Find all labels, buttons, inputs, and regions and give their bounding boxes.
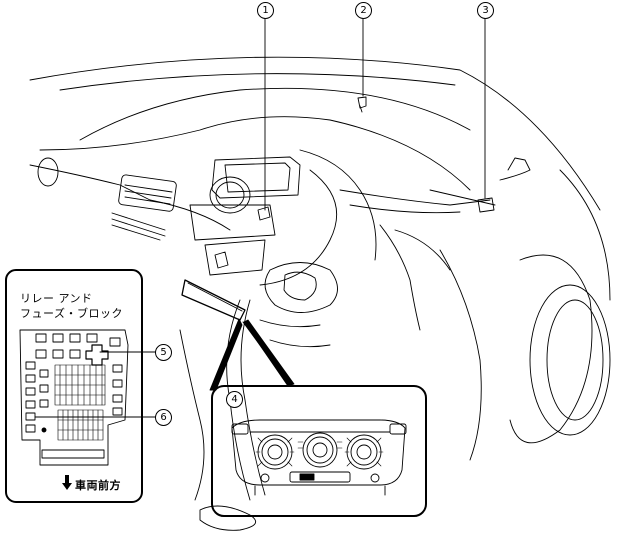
callout-6: 6: [155, 409, 172, 426]
dashboard-drawing: [29, 56, 611, 531]
callout-3: 3: [477, 2, 494, 19]
fuse-block-title-line2: フューズ・ブロック: [20, 307, 123, 320]
callout-4: 4: [226, 391, 243, 408]
fuse-block-inset: [5, 269, 143, 503]
fuse-block-title-line1: リレー アンド: [20, 292, 93, 305]
direction-label: 車両前方: [75, 479, 121, 492]
down-arrow-icon: [62, 475, 72, 495]
leader-lines: [34, 15, 486, 418]
zoom-connector: [209, 318, 295, 391]
callout-1: 1: [257, 2, 274, 19]
climate-panel-inset: [211, 385, 427, 517]
callout-2: 2: [355, 2, 372, 19]
callout-5: 5: [155, 344, 172, 361]
